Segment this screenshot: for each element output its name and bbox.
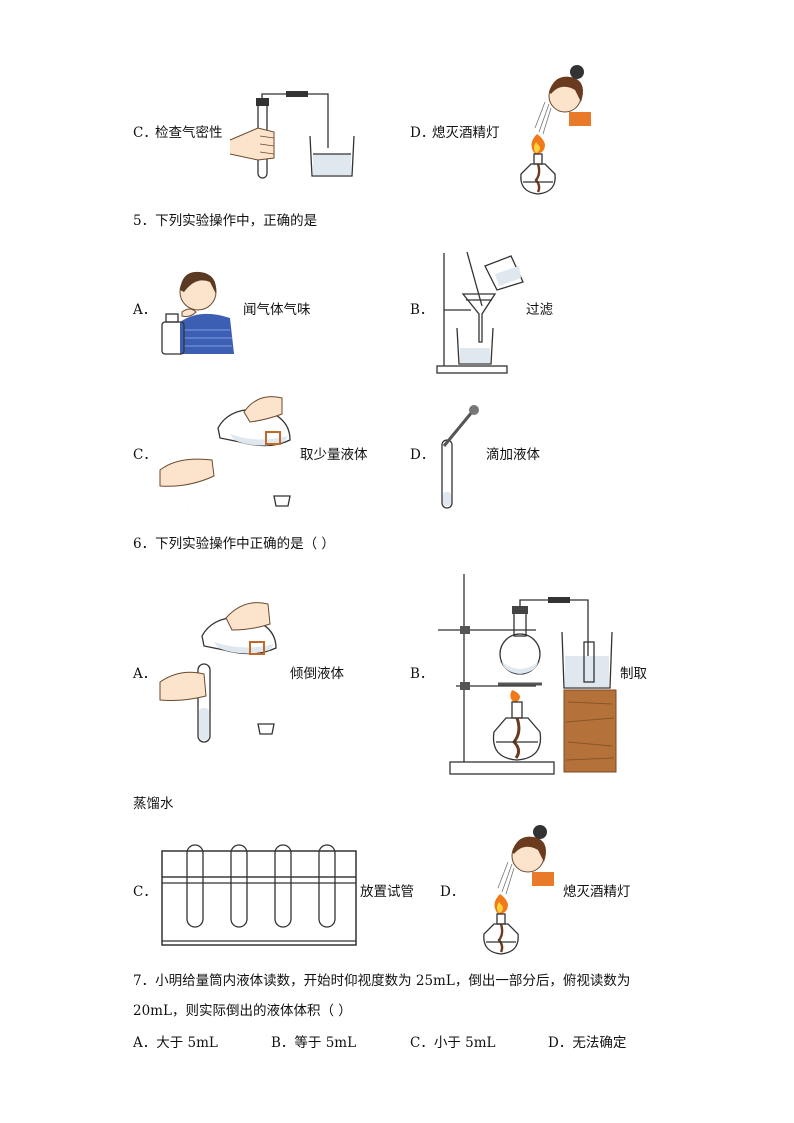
q5-option-d-letter: D． bbox=[410, 447, 435, 463]
q5-option-b-letter: B． bbox=[410, 302, 434, 318]
q5-option-b-label: 过滤 bbox=[526, 302, 553, 318]
q5-option-d-label: 滴加液体 bbox=[486, 447, 540, 463]
q7-option-a: A．大于 5mL bbox=[133, 1035, 218, 1051]
blowing-out-alcohol-lamp-illustration-2 bbox=[466, 820, 561, 960]
q6-option-d-label: 熄灭酒精灯 bbox=[563, 884, 631, 900]
test-tube-rack-illustration bbox=[160, 843, 358, 951]
q7-question-line-1: 7．小明给量筒内液体读数，开始时仰视度数为 25mL，倒出一部分后，俯视读数为 bbox=[133, 973, 631, 989]
q5-option-c-label: 取少量液体 bbox=[300, 447, 368, 463]
q4-option-d-letter: D． bbox=[410, 125, 435, 141]
q4-option-c-letter: C． bbox=[133, 125, 157, 141]
q6-option-c-label: 放置试管 bbox=[360, 884, 414, 900]
q7-option-d: D．无法确定 bbox=[548, 1035, 627, 1051]
dropping-liquid-illustration bbox=[436, 402, 486, 512]
q5-option-a-letter: A． bbox=[133, 302, 157, 318]
q6-option-a-label: 倾倒液体 bbox=[290, 666, 344, 682]
q6-option-d-letter: D． bbox=[440, 884, 465, 900]
q6-option-c-letter: C． bbox=[133, 884, 157, 900]
q4-option-d-label: 熄灭酒精灯 bbox=[432, 125, 500, 141]
q6-option-b-letter: B． bbox=[410, 666, 434, 682]
airtightness-check-illustration bbox=[228, 88, 363, 183]
q6-option-b-label: 制取 bbox=[620, 666, 647, 682]
q7-option-b: B．等于 5mL bbox=[271, 1035, 357, 1051]
smelling-gas-illustration bbox=[160, 262, 238, 357]
distillation-apparatus-illustration bbox=[436, 572, 621, 777]
blowing-out-alcohol-lamp-illustration bbox=[505, 62, 600, 200]
taking-liquid-illustration bbox=[158, 392, 298, 517]
q7-question-line-2: 20mL，则实际倒出的液体体积（ ） bbox=[133, 1003, 352, 1019]
q6-question: 6．下列实验操作中正确的是（ ） bbox=[133, 536, 335, 552]
pouring-liquid-illustration bbox=[158, 598, 283, 743]
filtration-illustration bbox=[435, 248, 530, 376]
q5-option-c-letter: C． bbox=[133, 447, 157, 463]
q7-option-c: C．小于 5mL bbox=[410, 1035, 496, 1051]
q6-option-b-label-continued: 蒸馏水 bbox=[133, 796, 174, 812]
q5-question: 5．下列实验操作中，正确的是 bbox=[133, 213, 318, 229]
q5-option-a-label: 闻气体气味 bbox=[243, 302, 311, 318]
q4-option-c-label: 检查气密性 bbox=[155, 125, 223, 141]
q6-option-a-letter: A． bbox=[133, 666, 157, 682]
